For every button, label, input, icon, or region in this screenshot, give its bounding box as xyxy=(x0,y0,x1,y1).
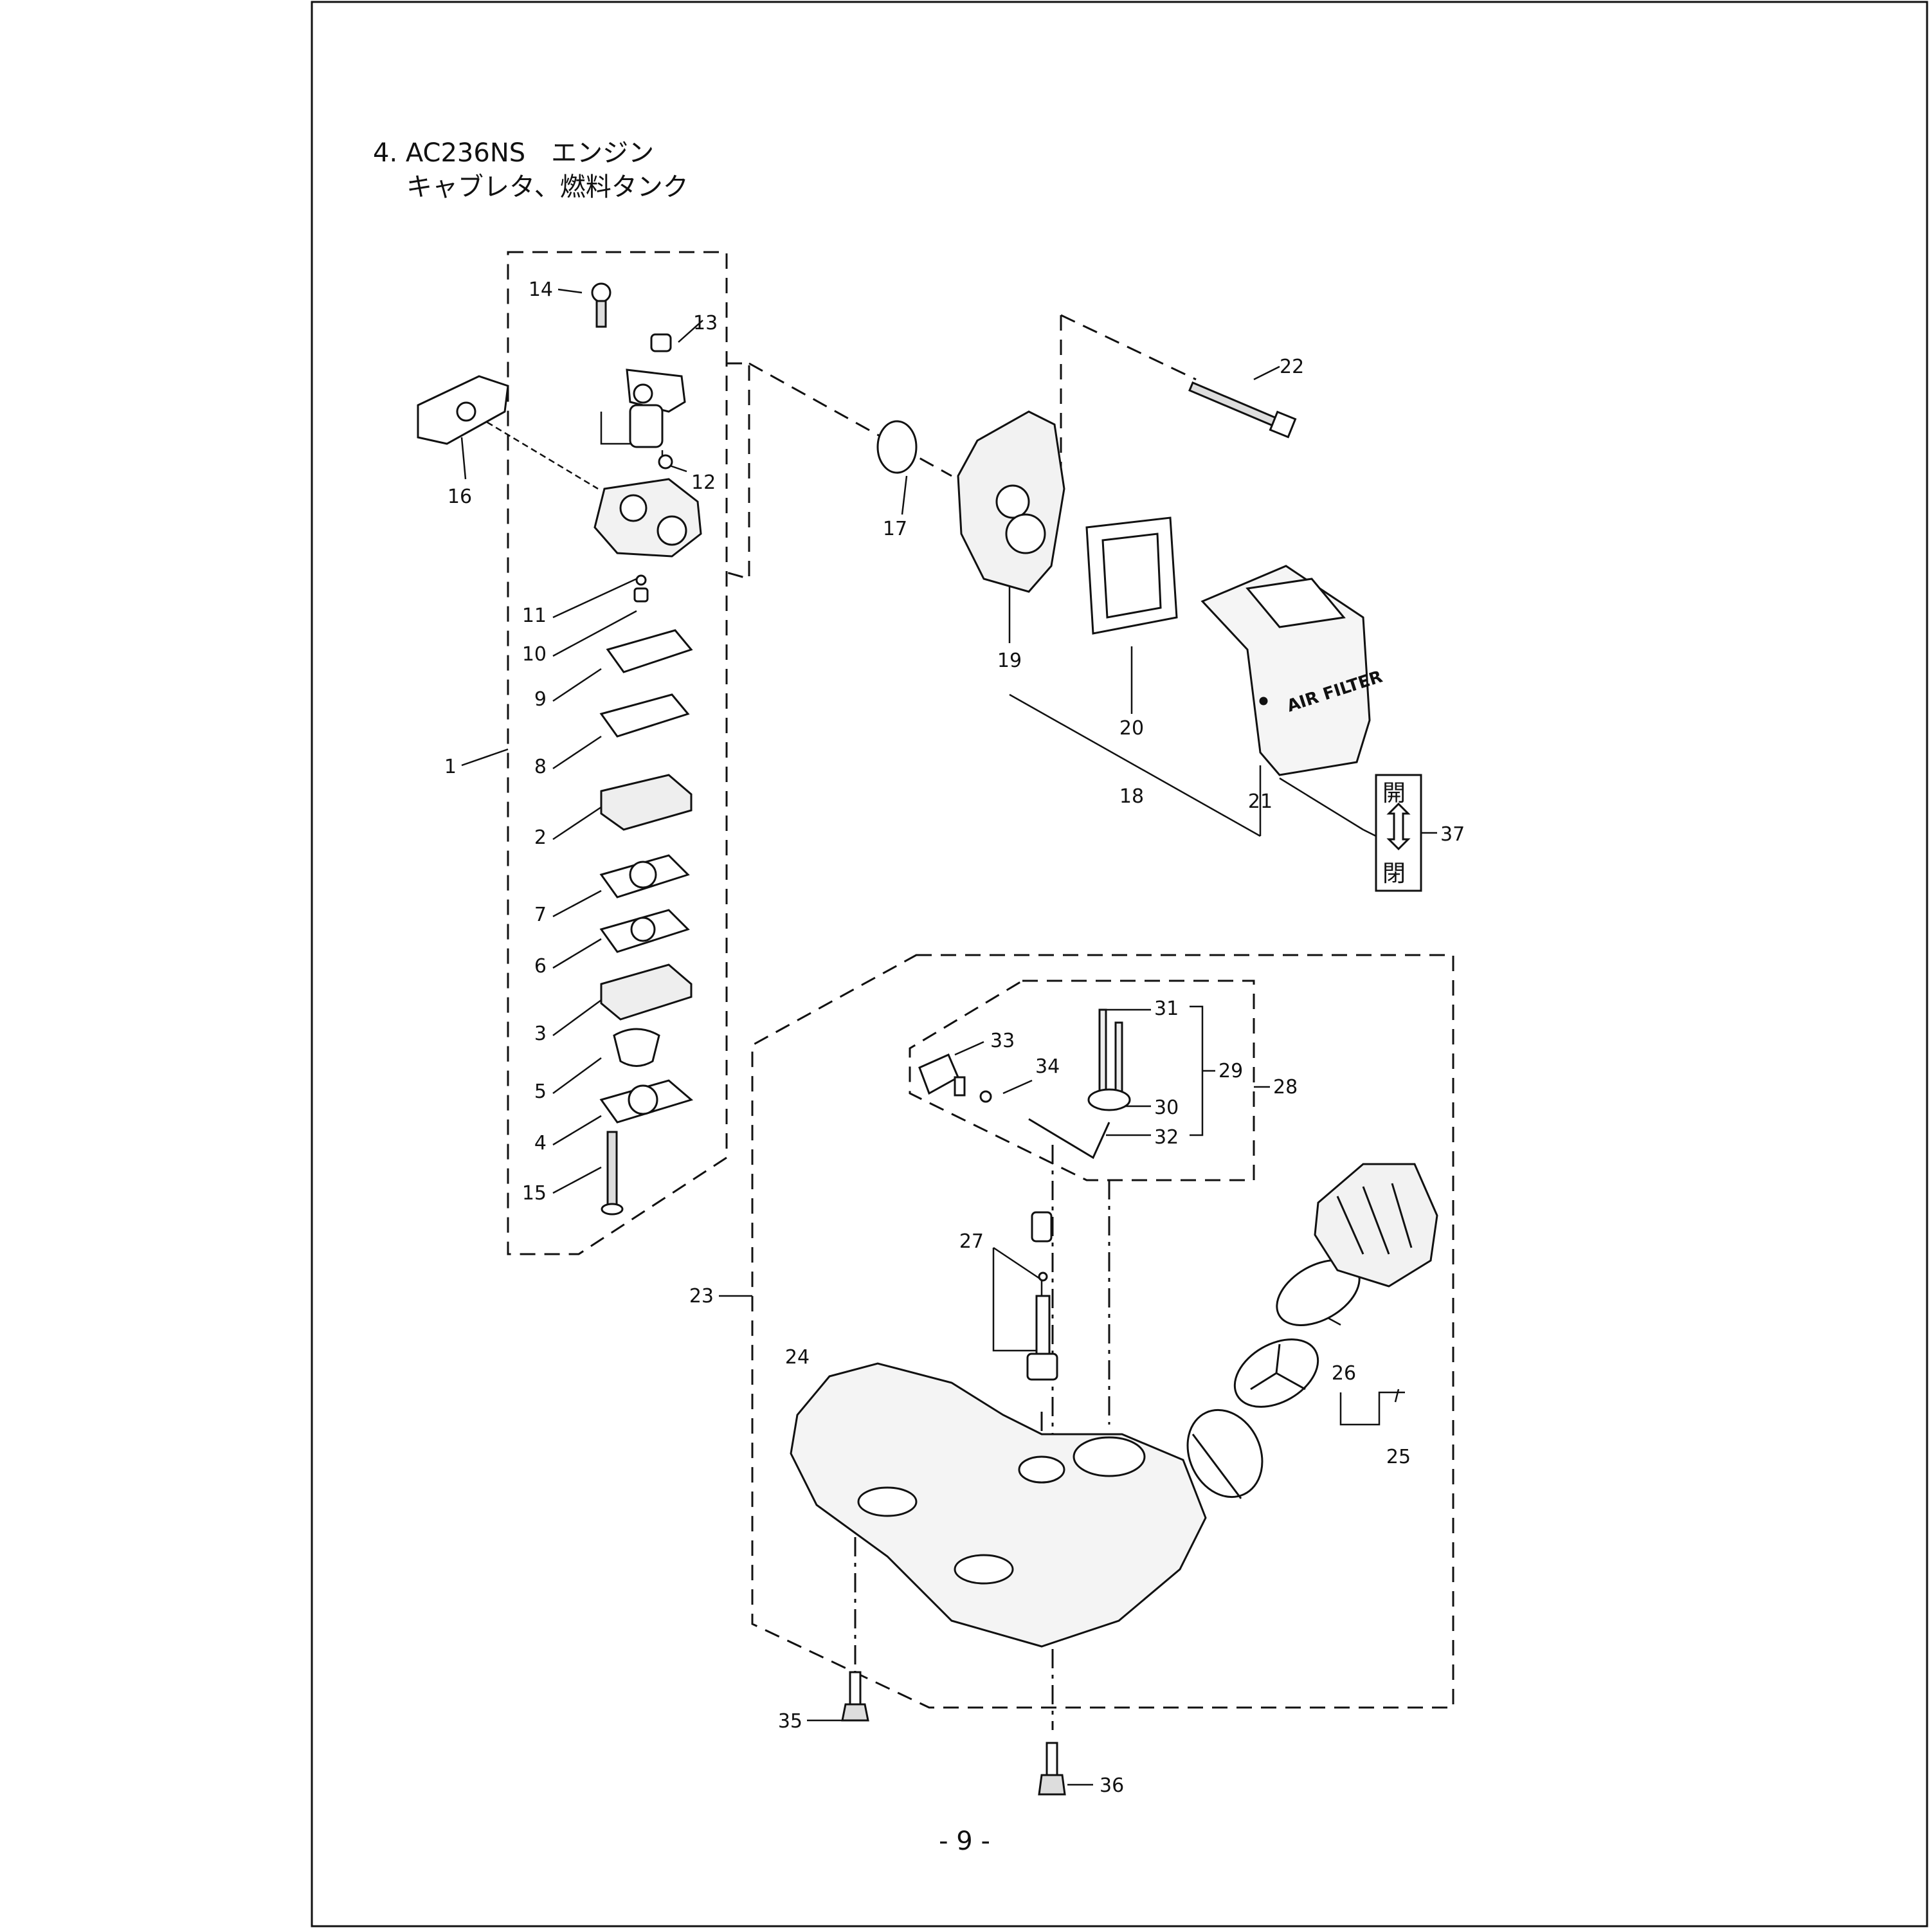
callout-33: 33 xyxy=(990,1030,1015,1052)
callout-23: 23 xyxy=(689,1285,714,1308)
choke-closed-label: 閉 xyxy=(1382,861,1406,887)
cover-3 xyxy=(600,963,693,1021)
clip-12 xyxy=(658,454,673,469)
callout-28: 28 xyxy=(1273,1076,1298,1098)
callout-8: 8 xyxy=(534,756,547,778)
bolt-35 xyxy=(841,1703,869,1722)
callout-20: 20 xyxy=(1119,717,1144,740)
callout-12: 12 xyxy=(691,471,716,494)
callout-22: 22 xyxy=(1280,356,1304,378)
callout-36: 36 xyxy=(1100,1774,1124,1797)
choke-open-label: 開 xyxy=(1382,780,1406,807)
pipe-31 xyxy=(1098,1008,1107,1095)
callout-17: 17 xyxy=(883,518,907,540)
callout-26: 26 xyxy=(1332,1362,1356,1385)
callout-10: 10 xyxy=(522,643,547,666)
tube-32 xyxy=(1028,1118,1110,1160)
callout-2: 2 xyxy=(534,826,547,849)
bolt-36 xyxy=(1038,1774,1066,1796)
callout-5: 5 xyxy=(534,1080,547,1103)
primer-bulb-5 xyxy=(613,1028,660,1067)
adjust-screw-13 xyxy=(650,333,672,352)
screw-15 xyxy=(606,1131,618,1207)
callout-7: 7 xyxy=(534,904,547,926)
carburetor-group-boundary xyxy=(507,251,728,1255)
carburetor-body xyxy=(593,478,702,558)
part-34 xyxy=(979,1090,992,1103)
callout-30: 30 xyxy=(1154,1097,1179,1119)
part-30 xyxy=(1087,1088,1131,1111)
page-border xyxy=(311,1,1928,1927)
fuel-cap-25 xyxy=(1314,1163,1438,1288)
page-number: - 9 - xyxy=(939,1827,990,1856)
valve-27 xyxy=(1031,1211,1053,1243)
callout-25: 25 xyxy=(1386,1446,1411,1468)
callout-13: 13 xyxy=(693,312,718,334)
callout-34: 34 xyxy=(1035,1055,1060,1078)
callout-37: 37 xyxy=(1440,823,1465,846)
callout-35: 35 xyxy=(778,1710,802,1733)
callout-14: 14 xyxy=(529,278,553,301)
part-10 xyxy=(633,587,649,603)
diaphragm-8 xyxy=(599,693,690,738)
diagram-subtitle: キャブレタ、燃料タンク xyxy=(406,172,689,202)
callout-6: 6 xyxy=(534,955,547,978)
fuel-tank-group-boundary xyxy=(751,954,1454,1709)
fuel-tank-24 xyxy=(790,1362,1207,1648)
callout-9: 9 xyxy=(534,688,547,711)
o-ring-11 xyxy=(635,574,647,586)
screw-14 xyxy=(591,282,611,303)
callout-4: 4 xyxy=(534,1132,547,1154)
callout-31: 31 xyxy=(1154,998,1179,1020)
pump-body-2 xyxy=(600,774,693,831)
callout-27: 27 xyxy=(959,1230,984,1253)
callout-15: 15 xyxy=(522,1182,547,1205)
fuel-pickup-group-boundary xyxy=(909,980,1255,1181)
gasket-9 xyxy=(606,629,693,673)
callout-21: 21 xyxy=(1248,790,1272,813)
callout-1: 1 xyxy=(444,756,457,778)
callout-19: 19 xyxy=(997,650,1022,672)
grommet-33 xyxy=(918,1053,959,1095)
callout-numbers: 1 2 3 4 5 6 7 8 9 10 11 12 13 14 15 16 1… xyxy=(444,278,1465,1797)
bolt-22 xyxy=(1188,381,1278,427)
callout-16: 16 xyxy=(448,486,472,508)
callout-18: 18 xyxy=(1119,785,1144,808)
callout-3: 3 xyxy=(534,1023,547,1045)
diagram-title: 4. AC236NS エンジン xyxy=(373,138,655,168)
o-ring-17 xyxy=(876,420,918,474)
callout-11: 11 xyxy=(522,605,547,627)
callout-32: 32 xyxy=(1154,1126,1179,1149)
callout-29: 29 xyxy=(1218,1060,1243,1082)
callout-24: 24 xyxy=(785,1346,810,1369)
